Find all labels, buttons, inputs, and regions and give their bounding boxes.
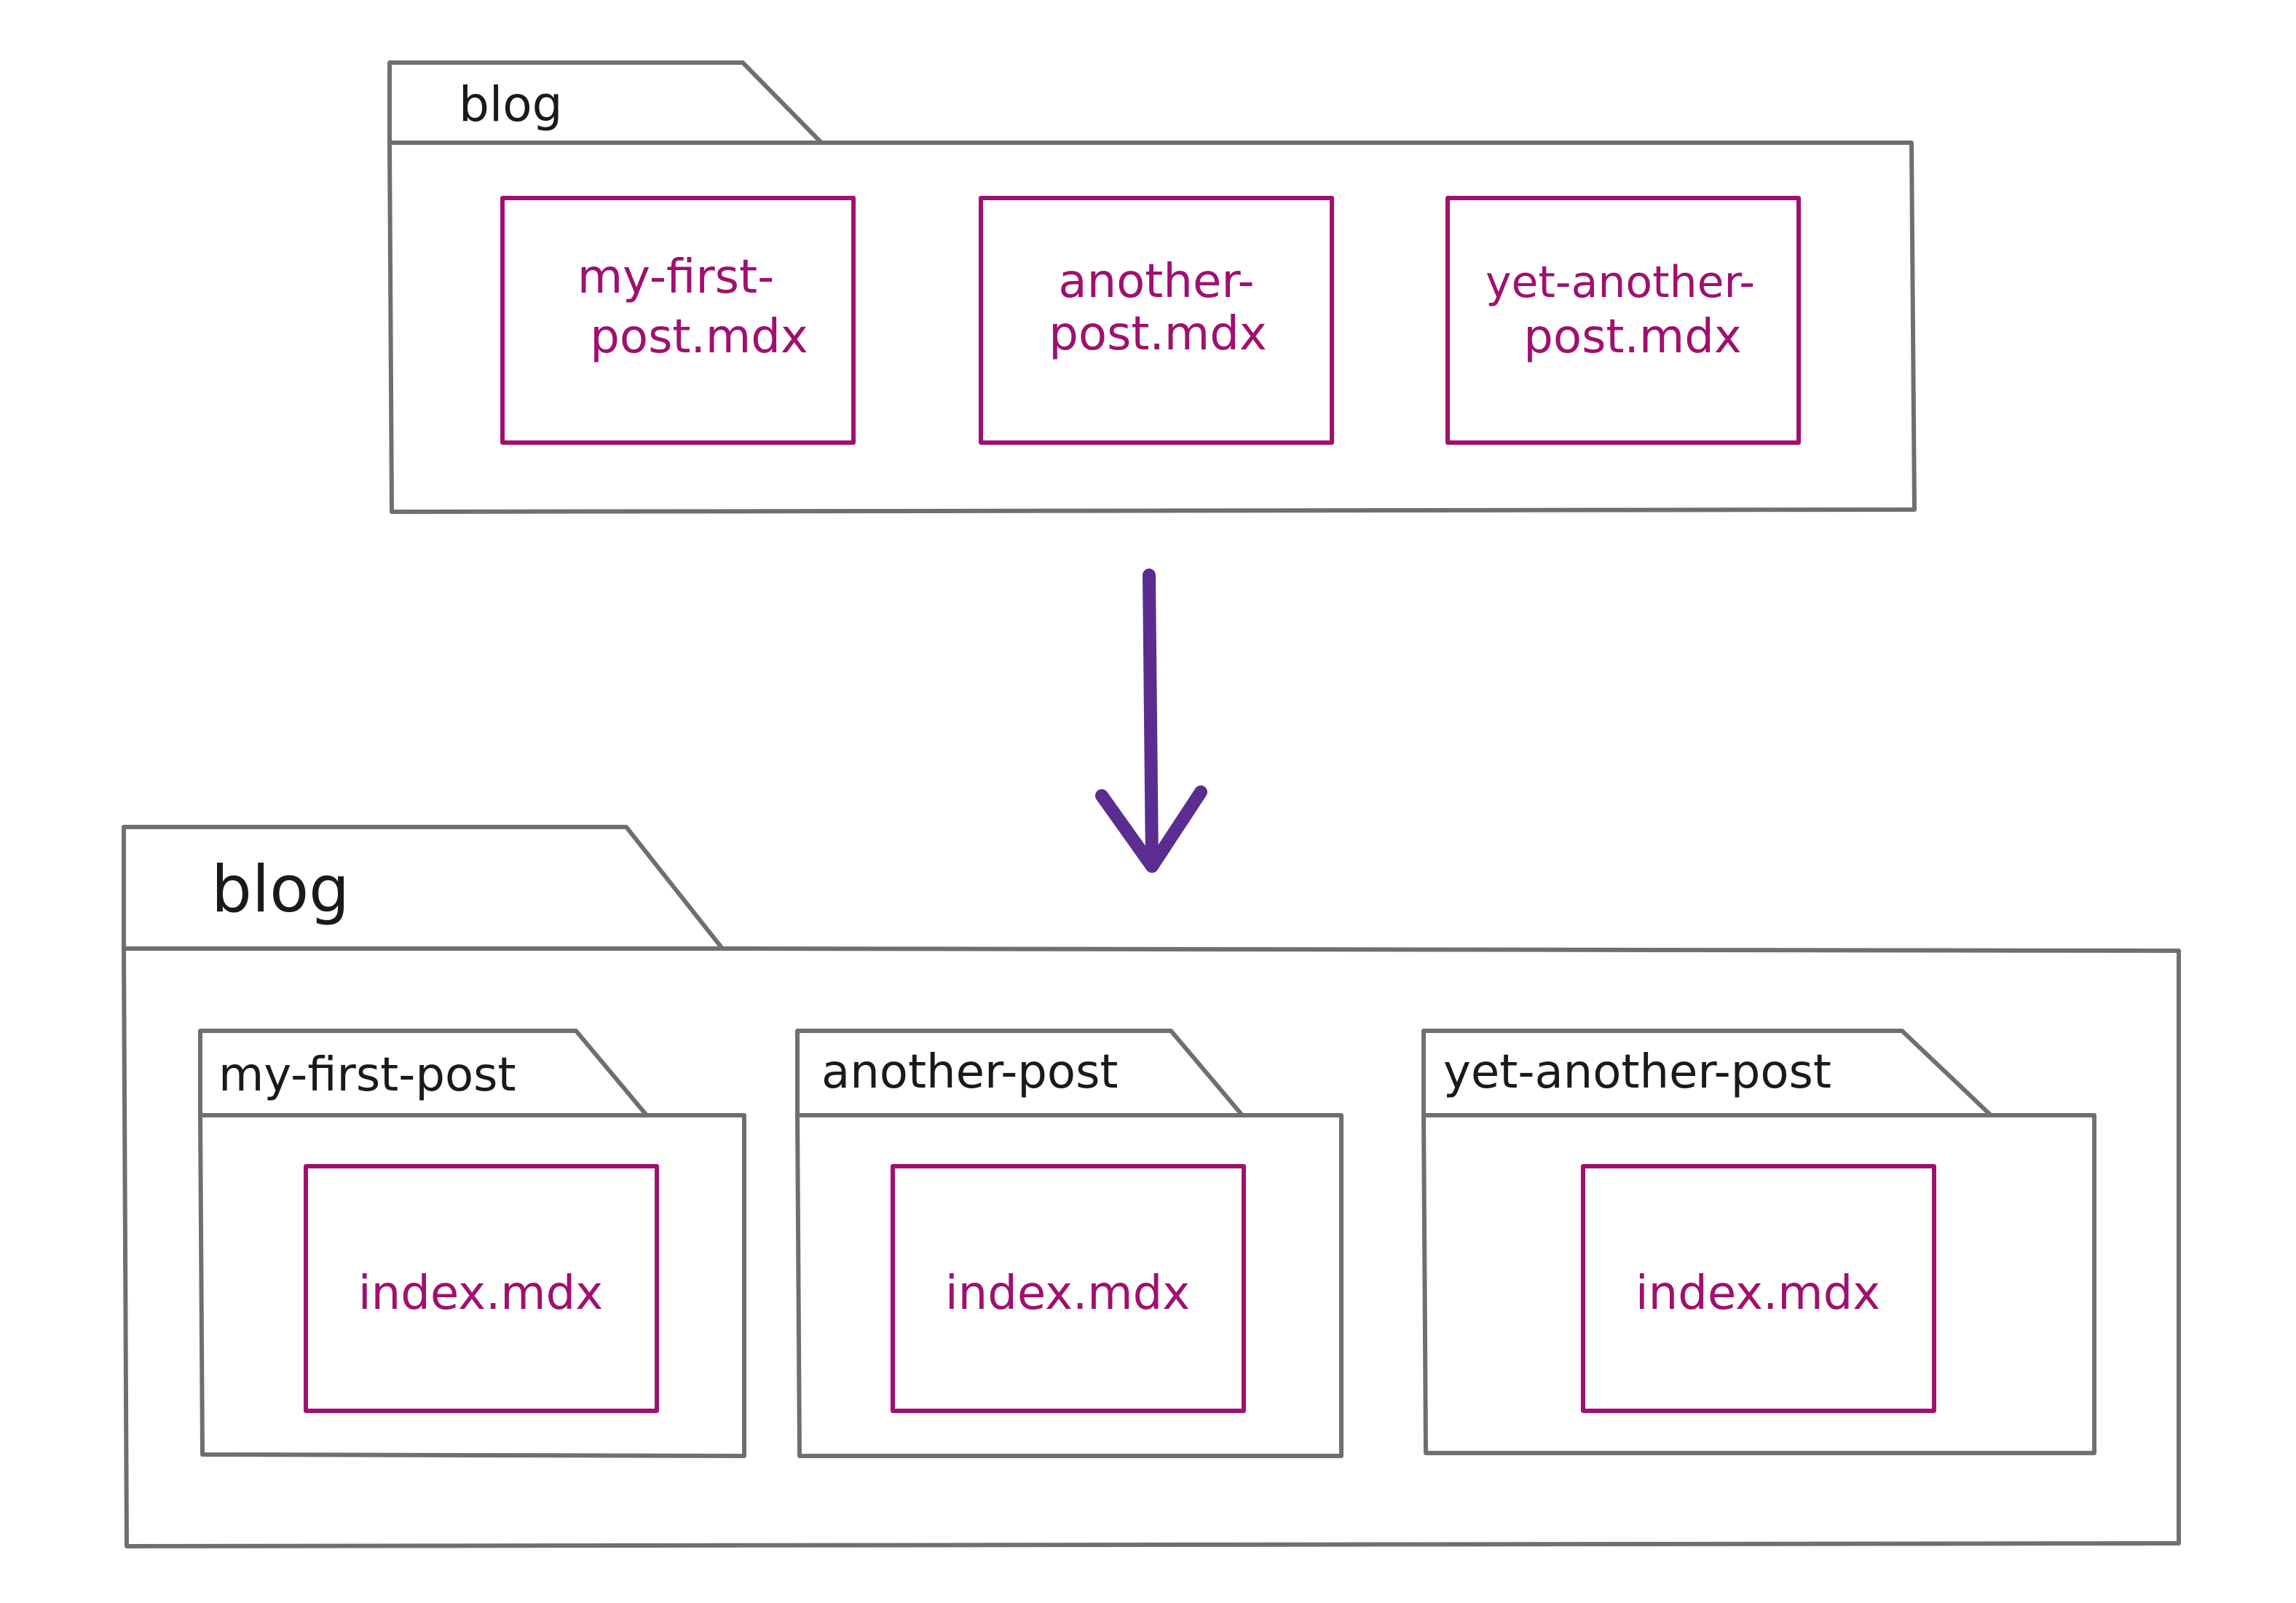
before-file-line2: post.mdx (590, 310, 808, 364)
after-subfolder-3: yet-another-post index.mdx (1421, 1029, 2096, 1455)
before-file-box (1445, 196, 1801, 445)
subfolder-outline (198, 1029, 746, 1458)
subfolder-label: another-post (821, 1045, 1119, 1099)
before-blog-folder: blog my-first- post.mdx another- post.md… (387, 60, 1917, 514)
before-file-box (979, 196, 1334, 445)
subfolder-file-label: index.mdx (1636, 1267, 1880, 1321)
before-file-line2: post.mdx (1049, 307, 1266, 361)
after-blog-folder: blog my-first-post index.mdx another-pos… (122, 825, 2181, 1548)
subfolder-outline (795, 1029, 1344, 1458)
subfolder-file-label: index.mdx (358, 1267, 603, 1321)
before-file-2: another- post.mdx (979, 196, 1334, 445)
after-subfolder-1: my-first-post index.mdx (198, 1029, 746, 1458)
before-folder-outline (387, 60, 1917, 514)
before-file-line1: another- (1058, 255, 1254, 309)
before-file-line1: yet-another- (1486, 257, 1755, 308)
subfolder-label: my-first-post (218, 1048, 516, 1102)
arrow-shaft (1143, 569, 1159, 869)
before-file-line2: post.mdx (1523, 310, 1741, 364)
before-file-1: my-first- post.mdx (500, 196, 856, 445)
subfolder-file-box (1581, 1164, 1936, 1413)
subfolder-file-box (891, 1164, 1246, 1413)
subfolder-label: yet-another-post (1443, 1045, 1831, 1099)
down-arrow-icon (1095, 569, 1207, 873)
subfolder-file-label: index.mdx (945, 1267, 1190, 1321)
subfolder-file-box (304, 1164, 659, 1413)
after-folder-outline (122, 825, 2181, 1548)
before-file-box (500, 196, 856, 445)
after-subfolder-2: another-post index.mdx (795, 1029, 1344, 1458)
after-folder-label: blog (211, 852, 350, 927)
before-file-3: yet-another- post.mdx (1445, 196, 1801, 445)
before-folder-label: blog (459, 76, 563, 132)
subfolder-outline (1421, 1029, 2096, 1455)
before-file-line1: my-first- (577, 250, 774, 304)
arrow-head (1095, 785, 1207, 873)
